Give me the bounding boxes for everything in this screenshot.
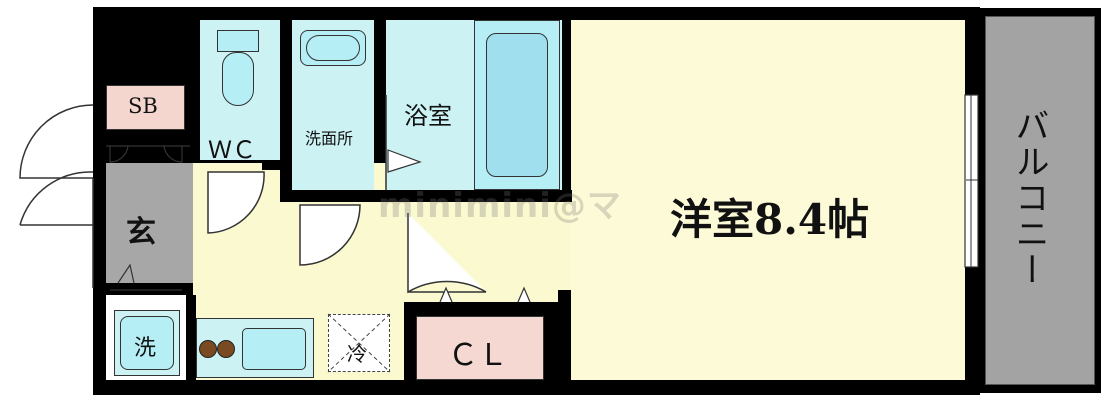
toilet-bowl [222,52,254,106]
closet-label: ＣＬ [448,338,508,373]
stove-burner-left [199,340,217,358]
partition-entrance-top [93,130,193,144]
entrance-label: 玄 [126,215,156,250]
shoe-box-door-right [163,145,183,163]
closet-left-wall [404,302,416,380]
balcony-label: バルコニー [1009,108,1049,288]
partition-wc-bottom [262,160,292,170]
washer-drum [120,316,174,370]
partition-wc-left [185,20,200,145]
washer-label: 洗 [134,336,157,361]
bathroom-label: 浴室 [404,102,452,130]
fridge-cross-2 [327,313,391,373]
wash-basin-bowl [306,35,360,61]
wc-door-swing [207,171,265,234]
shoe-box-door-left [109,145,129,163]
partition-bath-left [374,20,386,95]
partition-entrance-bottom [93,283,193,295]
kitchen-sink [242,328,306,370]
closet-door-left [439,286,453,303]
balcony-floor [985,16,1095,385]
closet-door-right [517,286,531,303]
closet-wall [406,302,558,316]
washer-door-left [117,263,135,284]
room-door-swing [407,213,487,294]
fridge-label: 冷 [347,342,367,366]
closet [416,316,544,380]
bathroom-door-triangle [387,149,422,173]
watermark: minimini@マ [378,186,622,226]
washroom-door-swing [299,204,361,266]
stove-burner-right [217,340,235,358]
partition-kitchen-left [186,295,196,380]
western-room-label: 洋室8.4帖 [670,195,870,244]
entrance [106,163,193,283]
entrance-door-swing [19,104,94,179]
toilet-tank [217,30,259,52]
partition-bath-bottom [372,190,572,202]
outside-left-bottom [0,290,93,402]
closet-side-wall [544,302,558,380]
partition-bath-right [562,20,571,202]
partition-wash-bottom [280,190,372,202]
partition-wc-right [280,20,292,195]
shoe-box [106,85,185,130]
western-room [571,20,965,380]
shoe-box-label: SB [128,94,158,118]
partition-room-lower [558,290,571,380]
bathtub-basin [486,33,548,177]
entrance-door-arc [19,171,94,226]
washroom-label: 洗面所 [305,129,354,148]
toilet-label: ＷＣ [208,136,256,164]
